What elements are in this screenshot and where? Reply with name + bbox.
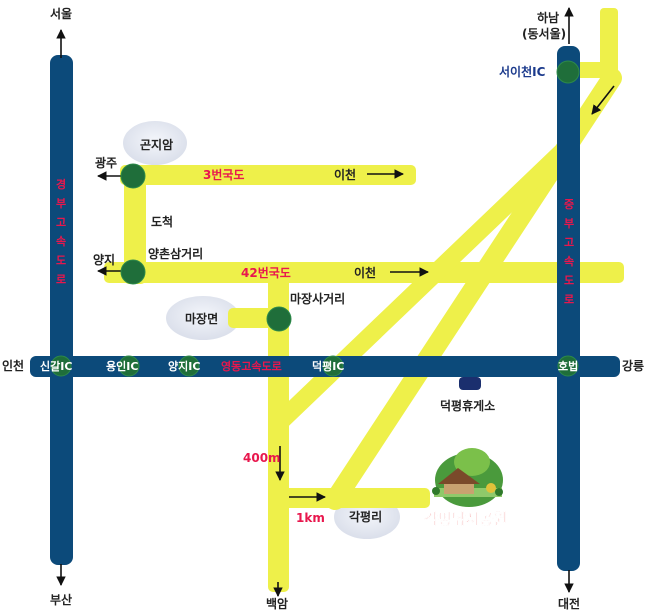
route3-road — [120, 165, 416, 185]
label-1km: 1km — [296, 511, 325, 525]
gonjiam-bubble — [123, 121, 187, 165]
label-icheon-top: 이천 — [334, 167, 356, 182]
rest-area-marker — [459, 377, 481, 390]
label-seoul: 서울 — [50, 6, 72, 21]
expressways — [30, 46, 620, 571]
hobeop-ic-dot — [557, 355, 579, 377]
park-tree-far — [495, 488, 503, 496]
label-east-seoul: (동서울) — [522, 26, 566, 41]
label-yangji: 양지 — [93, 252, 115, 267]
label-incheon: 인천 — [2, 358, 24, 373]
label-busan: 부산 — [50, 592, 72, 607]
park-tree-left — [432, 487, 440, 495]
label-400m: 400m — [243, 451, 281, 465]
park-pavilion-roof — [438, 468, 480, 484]
gakpyeong-road — [278, 488, 430, 508]
label-docheok: 도척 — [151, 214, 173, 229]
label-hanam: 하남 — [537, 10, 559, 25]
label-yangchon-junction: 양촌삼거리 — [148, 246, 203, 261]
label-gonjiam: 곤지암 — [140, 137, 173, 152]
label-gakpyeong-ri: 각평리 — [349, 509, 382, 524]
label-gwangju: 광주 — [95, 155, 117, 170]
jungbu-expressway — [557, 46, 580, 571]
singal-ic-dot — [50, 355, 72, 377]
label-deokpyeong-ic: 덕평IC — [312, 359, 344, 373]
majang-bubble — [166, 296, 240, 340]
label-hobeop: 호법 — [558, 359, 578, 373]
junctions — [50, 60, 580, 377]
label-route3: 3번국도 — [203, 167, 244, 182]
local-roads — [104, 8, 624, 592]
label-majang-myeon: 마장면 — [185, 311, 218, 326]
label-seoicheon-ic: 서이천IC — [499, 64, 546, 79]
seoicheon-ic-dot — [556, 60, 580, 84]
gwangju-junction-dot — [120, 163, 146, 189]
label-majang-junction: 마장사거리 — [290, 291, 345, 306]
park-pavilion-body — [444, 484, 474, 494]
label-icheon-mid: 이천 — [354, 265, 376, 280]
north-access-road — [600, 8, 618, 78]
direction-arrows — [56, 7, 615, 597]
yongin-ic-dot — [118, 355, 140, 377]
park-tree-right — [486, 483, 496, 493]
gyeongbu-expressway — [50, 55, 73, 565]
majang-junction-dot — [266, 306, 292, 332]
docheok-road — [124, 172, 146, 284]
label-rest-area: 덕평휴게소 — [440, 398, 495, 413]
label-route42: 42번국도 — [241, 265, 291, 280]
label-singal-ic: 신갈IC — [40, 359, 72, 373]
label-yangji-ic: 양지IC — [168, 359, 200, 373]
yangji-ic-dot — [178, 355, 200, 377]
label-destination: 각평낚시공원 — [424, 510, 507, 528]
label-yongin-ic: 용인IC — [106, 359, 138, 373]
label-yeongdong-expressway: 영동고속도로 — [221, 360, 282, 373]
deokpyeong-ic-dot — [322, 355, 344, 377]
label-daejeon: 대전 — [558, 596, 580, 611]
fishing-park-illustration — [432, 448, 503, 507]
baegam-road — [268, 272, 289, 592]
park-hill-top — [454, 448, 490, 476]
label-gangneung: 강릉 — [622, 358, 644, 373]
yangchon-junction-dot — [120, 259, 146, 285]
label-baegam: 백암 — [266, 596, 288, 611]
ramp-arrow — [591, 85, 615, 115]
